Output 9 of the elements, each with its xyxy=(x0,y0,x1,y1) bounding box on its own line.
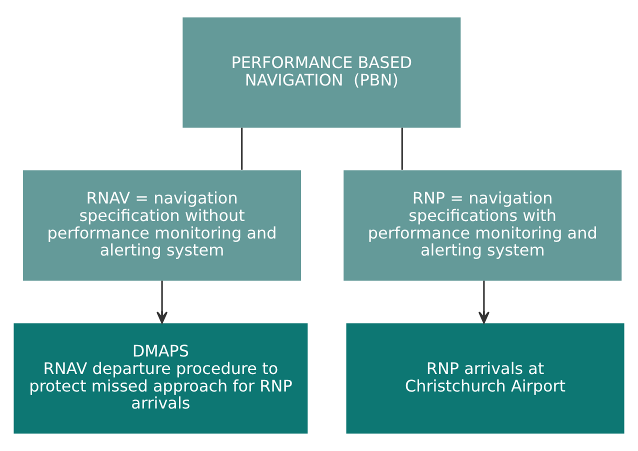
node-box: RNAV = navigation specification without performance monitoring and alerting system xyxy=(23,170,302,281)
connector xyxy=(401,128,403,170)
node-box: RNP arrivals at Christchurch Airport xyxy=(346,323,624,434)
node-box: RNP = navigation specifications with performance monitoring and alerting system xyxy=(344,170,622,281)
arrow xyxy=(156,280,168,324)
node-box: DMAPS RNAV departure procedure to protect missed approach for RNP arrivals xyxy=(14,323,308,434)
node-box: PERFORMANCE BASED NAVIGATION (PBN) xyxy=(182,17,461,128)
arrow xyxy=(478,280,490,324)
connector xyxy=(241,128,243,170)
